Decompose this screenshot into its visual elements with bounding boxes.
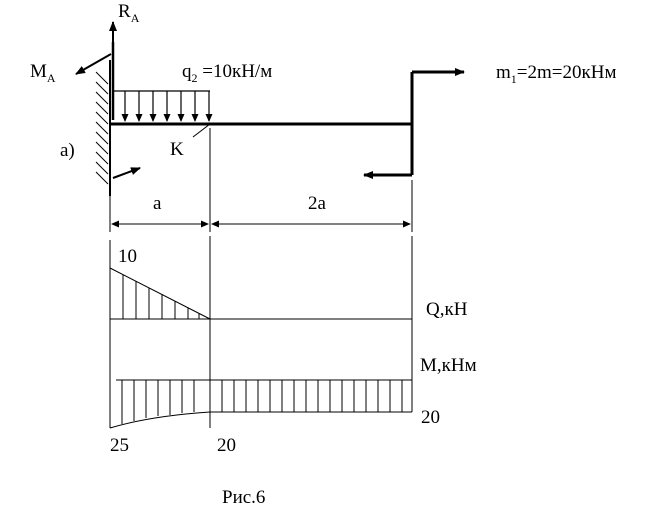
moment-label: MA xyxy=(30,62,56,84)
moment-value-mid-label: 20 xyxy=(217,435,236,456)
shear-axis-label: Q,кН xyxy=(426,299,468,320)
shear-value-label: 10 xyxy=(118,246,137,267)
reaction-symbol: R xyxy=(118,1,131,22)
point-k-leader xyxy=(192,123,211,138)
applied-moment-subscript: 1 xyxy=(510,71,517,86)
shear-diagram xyxy=(109,267,412,320)
reaction-subscript: A xyxy=(130,10,140,25)
figure-caption: Рис.6 xyxy=(222,487,266,508)
moment-axis-label: M,кНм xyxy=(420,355,477,376)
moment-diagram xyxy=(109,379,412,429)
moment-value-right-label: 20 xyxy=(421,407,440,428)
span-a-label: a xyxy=(153,193,162,214)
reaction-moment-arrow xyxy=(75,53,112,75)
reaction-label: RA xyxy=(118,2,139,24)
reaction-moment-arrow-lower xyxy=(112,167,141,179)
point-k-label: K xyxy=(170,139,184,160)
load-subscript: 2 xyxy=(191,70,198,85)
applied-moment-value: =2m=20кНм xyxy=(516,62,617,83)
applied-moment xyxy=(363,68,465,179)
applied-moment-symbol: m xyxy=(496,62,511,83)
distributed-load xyxy=(112,90,213,122)
fixed-support xyxy=(95,60,111,196)
moment-symbol: M xyxy=(30,61,47,82)
span-2a-label: 2a xyxy=(308,193,326,214)
load-symbol: q xyxy=(182,61,192,82)
moment-subscript: A xyxy=(46,70,56,85)
load-value: =10кН/м xyxy=(197,61,273,82)
dimensions xyxy=(109,128,413,232)
applied-moment-label: m1=2m=20кНм xyxy=(496,63,616,85)
moment-value-left-label: 25 xyxy=(110,435,129,456)
load-label: q2 =10кН/м xyxy=(182,62,272,84)
panel-label: а) xyxy=(60,140,75,161)
